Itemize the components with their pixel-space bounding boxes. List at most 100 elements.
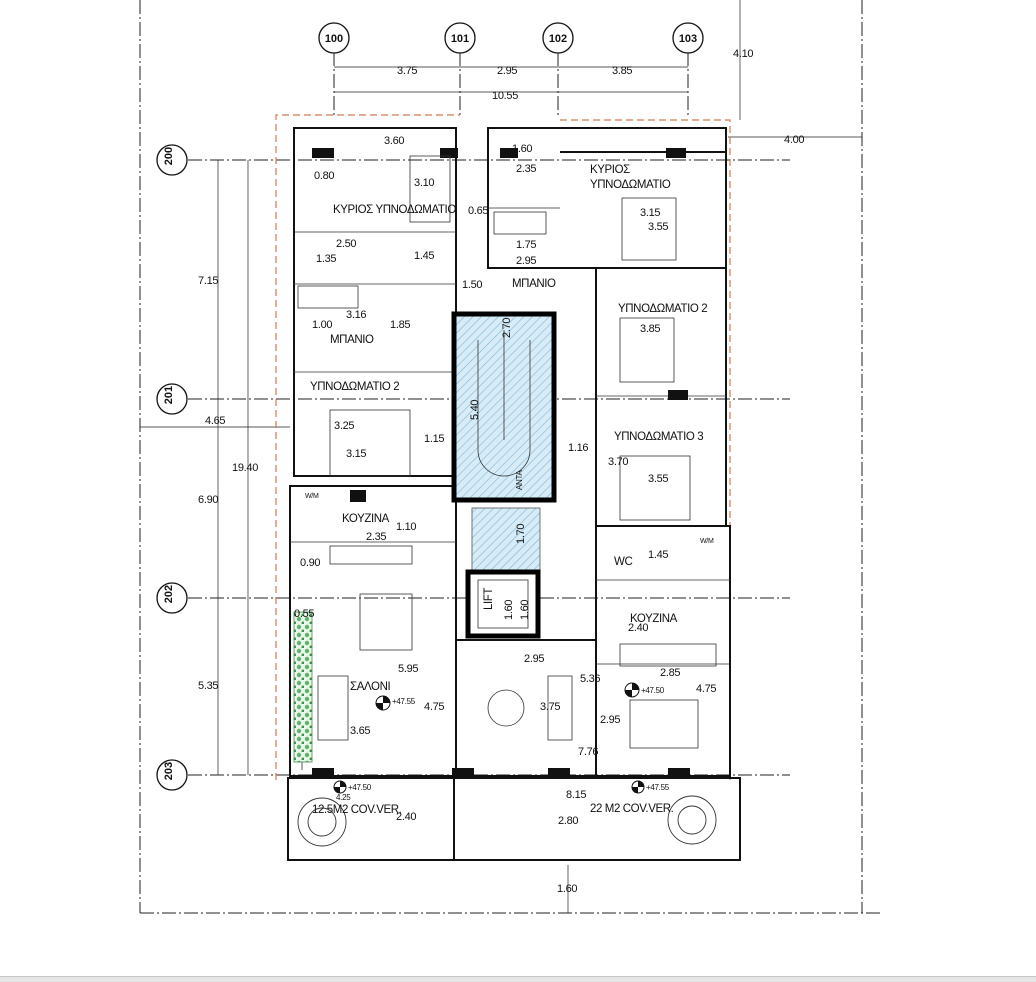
level-markers: +47.55 +47.50 +47.50 4.25 +47.55	[333, 682, 670, 802]
room-living-left: ΣΑΛΟΝΙ	[350, 681, 390, 693]
room-master-bedroom-right-2: ΥΠΝΟΔΩΜΑΤΙΟ	[590, 179, 671, 191]
svg-text:6.90: 6.90	[198, 494, 218, 506]
svg-text:0.55: 0.55	[294, 608, 314, 620]
svg-text:203: 203	[163, 762, 175, 780]
svg-text:3.65: 3.65	[350, 725, 370, 737]
svg-text:2.40: 2.40	[396, 811, 416, 823]
svg-text:1.50: 1.50	[462, 279, 482, 291]
axis-bubble-101: 101	[444, 22, 476, 54]
columns	[312, 148, 690, 778]
svg-text:1.35: 1.35	[316, 253, 336, 265]
stair-core	[451, 311, 557, 639]
svg-text:1.60: 1.60	[512, 143, 532, 155]
svg-text:5.35: 5.35	[198, 680, 218, 692]
room-bathroom-left: ΜΠΑΝΙΟ	[330, 334, 374, 346]
room-lift: LIFT	[483, 588, 495, 610]
svg-text:3.60: 3.60	[384, 135, 404, 147]
svg-text:100: 100	[325, 33, 343, 45]
svg-text:3.55: 3.55	[648, 221, 668, 233]
svg-text:4.75: 4.75	[696, 683, 716, 695]
axis-bubble-202: 202	[156, 582, 188, 614]
svg-text:4.75: 4.75	[424, 701, 444, 713]
svg-text:103: 103	[679, 33, 697, 45]
svg-text:1.10: 1.10	[396, 521, 416, 533]
level-marker-icon	[375, 695, 391, 711]
svg-text:+47.55: +47.55	[392, 697, 416, 706]
svg-text:5.40: 5.40	[469, 400, 481, 420]
svg-text:102: 102	[549, 33, 567, 45]
svg-text:7.76: 7.76	[578, 746, 598, 758]
svg-text:2.95: 2.95	[600, 714, 620, 726]
level-marker-icon	[624, 682, 640, 698]
svg-text:1.60: 1.60	[557, 883, 577, 895]
axis-bubble-200: 200	[156, 144, 188, 176]
svg-text:+47.55: +47.55	[646, 783, 670, 792]
room-bedroom3-right: ΥΠΝΟΔΩΜΑΤΙΟ 3	[614, 431, 703, 443]
svg-text:5.36: 5.36	[580, 673, 600, 685]
building-walls	[287, 127, 741, 861]
svg-text:3.25: 3.25	[334, 420, 354, 432]
level-marker-icon	[333, 780, 347, 794]
wm-left: W/M	[305, 493, 319, 500]
svg-text:200: 200	[163, 147, 175, 165]
room-kitchen-left: ΚΟΥΖΙΝΑ	[342, 513, 390, 525]
svg-text:10.55: 10.55	[492, 90, 518, 102]
svg-text:0.90: 0.90	[300, 557, 320, 569]
svg-text:1.45: 1.45	[414, 250, 434, 262]
axis-bubble-102: 102	[542, 22, 574, 54]
axis-bubble-203: 203	[156, 759, 188, 791]
room-wc: WC	[614, 556, 632, 568]
svg-text:2.95: 2.95	[516, 255, 536, 267]
svg-text:3.75: 3.75	[540, 701, 560, 713]
svg-text:1.75: 1.75	[516, 239, 536, 251]
svg-text:4.65: 4.65	[205, 415, 225, 427]
svg-text:1.70: 1.70	[515, 524, 527, 544]
left-dimensions: 7.15 6.90 5.35 19.40 4.65 1.60	[140, 160, 578, 913]
svg-text:4.25: 4.25	[336, 793, 351, 802]
svg-text:3.85: 3.85	[612, 65, 632, 77]
svg-text:2.85: 2.85	[660, 667, 680, 679]
room-bedroom2-right: ΥΠΝΟΔΩΜΑΤΙΟ 2	[618, 303, 707, 315]
level-marker-icon	[631, 780, 645, 794]
svg-text:202: 202	[163, 585, 175, 603]
room-master-bedroom-left: ΚΥΡΙΟΣ ΥΠΝΟΔΩΜΑΤΙΟ	[333, 204, 456, 216]
veranda-right: 22 M2 COV.VER.	[590, 803, 674, 815]
svg-text:3.15: 3.15	[640, 207, 660, 219]
room-labels: ΚΥΡΙΟΣ ΥΠΝΟΔΩΜΑΤΙΟ ΚΥΡΙΟΣ ΥΠΝΟΔΩΜΑΤΙΟ ΜΠ…	[305, 164, 714, 816]
svg-text:2.40: 2.40	[628, 622, 648, 634]
room-bedroom2-left: ΥΠΝΟΔΩΜΑΤΙΟ 2	[310, 381, 399, 393]
room-kitchen-right: ΚΟΥΖΙΝΑ	[630, 613, 678, 625]
svg-text:0.65: 0.65	[468, 205, 488, 217]
svg-text:2.70: 2.70	[501, 318, 513, 338]
svg-text:1.45: 1.45	[648, 549, 668, 561]
svg-text:3.85: 3.85	[640, 323, 660, 335]
svg-text:3.16: 3.16	[346, 309, 366, 321]
svg-text:3.70: 3.70	[608, 456, 628, 468]
svg-text:8.15: 8.15	[566, 789, 586, 801]
svg-text:2.35: 2.35	[516, 163, 536, 175]
svg-text:5.95: 5.95	[398, 663, 418, 675]
svg-text:3.55: 3.55	[648, 473, 668, 485]
grid-axes-vertical: 100 101 102 103	[318, 22, 704, 115]
svg-text:1.85: 1.85	[390, 319, 410, 331]
axis-bubble-201: 201	[156, 383, 188, 415]
furniture	[293, 155, 717, 847]
svg-text:201: 201	[163, 386, 175, 404]
svg-text:2.80: 2.80	[558, 815, 578, 827]
room-shaft: ΑΝΤΑ	[515, 469, 524, 490]
svg-text:3.75: 3.75	[397, 65, 417, 77]
svg-text:+47.50: +47.50	[641, 686, 665, 695]
room-dimensions: 3.60 0.80 3.10 2.50 1.35 1.45 3.16 1.00 …	[294, 135, 717, 827]
svg-text:101: 101	[451, 33, 469, 45]
svg-text:3.15: 3.15	[346, 448, 366, 460]
svg-text:2.95: 2.95	[524, 653, 544, 665]
svg-text:3.10: 3.10	[414, 177, 434, 189]
svg-text:1.00: 1.00	[312, 319, 332, 331]
svg-text:7.15: 7.15	[198, 275, 218, 287]
svg-text:2.50: 2.50	[336, 238, 356, 250]
room-master-bedroom-right: ΚΥΡΙΟΣ	[590, 164, 630, 176]
grid-axes-horizontal: 200 201 202 203	[156, 144, 790, 791]
axis-bubble-103: 103	[672, 22, 704, 54]
wm-right: W/M	[700, 538, 714, 545]
